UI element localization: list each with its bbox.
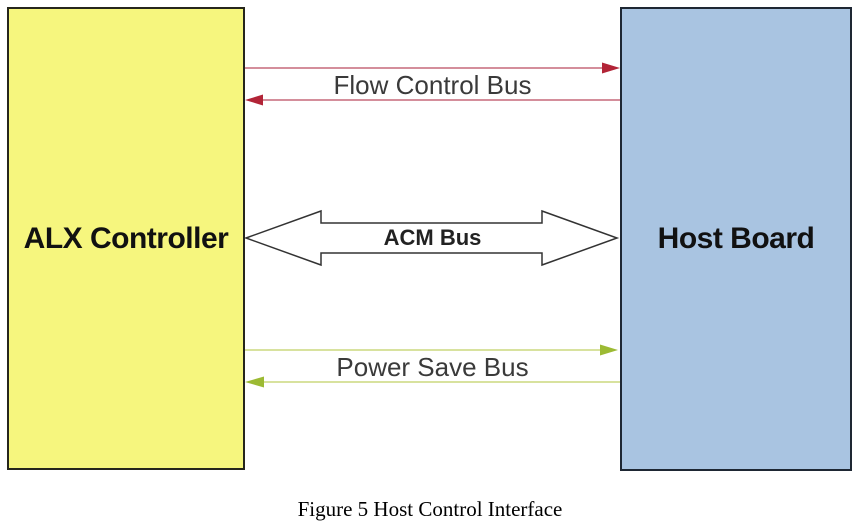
bus-label-power-save: Power Save Bus [336,352,529,382]
bus-label-acm: ACM Bus [383,225,482,250]
bus-label-flow-control: Flow Control Bus [333,70,532,100]
power-save-arrowhead-left [245,376,264,388]
power-save-arrowhead-right [600,344,618,356]
figure-caption: Figure 5 Host Control Interface [297,497,563,521]
flow-control-arrowhead-right [602,62,620,74]
node-host-label: Host Board [657,222,815,255]
flow-control-arrowhead-left [245,94,263,106]
node-host-board: Host Board [620,7,852,471]
acm-bus-double-arrow [243,209,620,267]
node-alx-label: ALX Controller [23,221,229,255]
node-alx-controller: ALX Controller [7,7,245,470]
